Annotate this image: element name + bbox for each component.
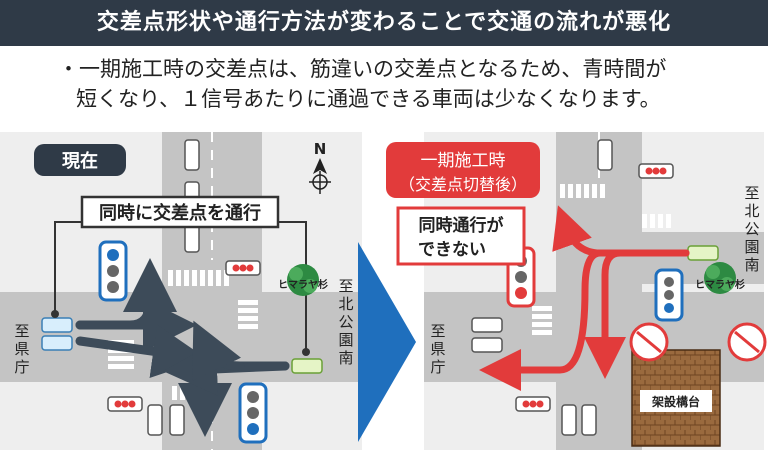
construction-label-bg [640, 390, 712, 412]
left-intersection: ヒマラヤ杉 N 現在 同時に交差点を通行 至 北 公 園 南 至 県 庁 [0, 132, 362, 450]
warning-line-1: 同時通行が [419, 215, 504, 236]
svg-text:公: 公 [744, 220, 759, 238]
car-blue-2 [41, 335, 73, 351]
right-intersection: 架設構台 ヒマラヤ杉 [386, 132, 767, 450]
direction-right-left-panel: 至 北 公 園 南 [338, 277, 353, 367]
pedestrian-signal-right-1 [638, 163, 674, 179]
no-entry-sign-icon [629, 322, 767, 362]
svg-text:南: 南 [744, 256, 759, 274]
svg-text:庁: 庁 [430, 358, 445, 376]
tree-icon-left [287, 264, 319, 296]
traffic-light-left-1 [98, 240, 128, 302]
svg-text:南: 南 [338, 349, 353, 367]
svg-text:北: 北 [338, 295, 353, 313]
svg-text:園: 園 [338, 331, 353, 349]
svg-text:公: 公 [338, 313, 353, 331]
phase-badge-line-1: 一期施工時 [421, 151, 506, 171]
car-green-left [291, 358, 323, 374]
current-badge [34, 144, 126, 176]
warning-line-2: できない [418, 240, 486, 260]
description-text: ・一期施工時の交差点は、筋違いの交差点となるため、青時間が 短くなり、１信号あた… [58, 54, 666, 114]
callout-box-left [80, 195, 280, 229]
svg-text:至: 至 [430, 322, 445, 340]
direction-left-left-panel: 至 県 庁 [14, 322, 29, 376]
warning-box [396, 206, 526, 266]
svg-text:北: 北 [744, 202, 759, 220]
traffic-arrows-right [479, 205, 690, 391]
compass-icon: N [309, 140, 331, 194]
svg-text:至: 至 [744, 184, 759, 202]
callout-text-left: 同時に交差点を通行 [99, 202, 261, 224]
pedestrian-signal-left-2 [107, 396, 143, 412]
description-line-1: ・一期施工時の交差点は、筋違いの交差点となるため、青時間が [58, 57, 667, 81]
phase-badge [386, 142, 540, 198]
svg-text:庁: 庁 [14, 358, 29, 376]
page-title: 交差点形状や通行方法が変わることで交通の流れが悪化 [0, 0, 768, 46]
svg-text:至: 至 [338, 277, 353, 295]
construction-label: 架設構台 [651, 394, 700, 409]
pedestrian-signal-left-1 [225, 260, 261, 276]
tree-icon-right [704, 262, 736, 294]
car-green-right [687, 245, 719, 261]
direction-right-right-panel: 至 北 公 園 南 [744, 184, 759, 274]
svg-text:N: N [314, 140, 327, 158]
parked-cars-right [471, 139, 613, 436]
current-badge-label: 現在 [62, 150, 98, 172]
traffic-light-left-2 [238, 382, 268, 444]
phase-badge-line-2: （交差点切替後） [399, 175, 527, 194]
svg-text:県: 県 [430, 340, 445, 358]
traffic-light-right-2 [654, 268, 684, 322]
direction-left-right-panel: 至 県 庁 [430, 322, 445, 376]
description-line-2: 短くなり、１信号あたりに通過できる車両は少なくなります。 [76, 87, 661, 111]
car-blue-1 [41, 317, 73, 333]
svg-text:至: 至 [14, 322, 29, 340]
svg-text:県: 県 [14, 340, 29, 358]
tree-label-left: ヒマラヤ杉 [278, 278, 328, 291]
transition-arrow-icon [358, 242, 416, 442]
traffic-arrows-left [75, 258, 290, 437]
svg-text:園: 園 [744, 238, 759, 256]
pedestrian-signal-right-2 [515, 396, 551, 412]
tree-label-right: ヒマラヤ杉 [695, 278, 745, 291]
